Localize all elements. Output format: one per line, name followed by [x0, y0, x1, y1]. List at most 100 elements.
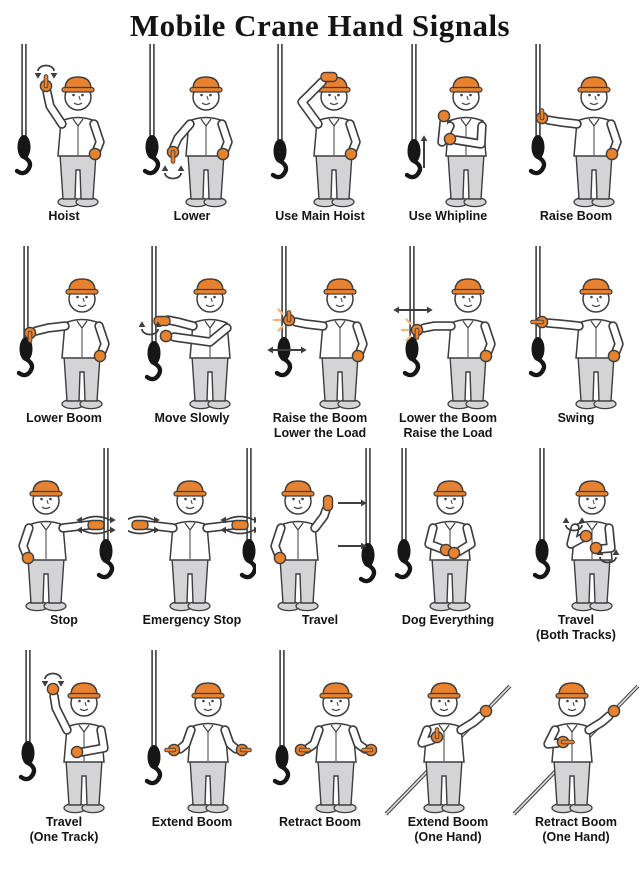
crane-hook-icon [528, 246, 547, 378]
signal-cell-lower-boom: Lower Boom [0, 246, 128, 448]
hard-hat-icon [29, 480, 63, 497]
worker-figure [315, 682, 357, 814]
signal-label: Travel(One Track) [29, 815, 99, 844]
travel-illustration [270, 448, 377, 612]
hard-hat-icon [577, 76, 611, 93]
crane-hook-icon [270, 44, 289, 180]
lower-illustration [142, 44, 233, 208]
hard-hat-icon [575, 480, 609, 497]
hard-hat-icon [433, 480, 467, 497]
crane-hook-icon [404, 44, 423, 180]
worker-figure [573, 76, 615, 208]
signal-label: Swing [557, 411, 595, 425]
signal-label: Use Main Hoist [275, 209, 365, 223]
worker-figure [187, 682, 229, 814]
signal-cell-emergency-stop: Emergency Stop [128, 448, 256, 650]
crane-hook-icon [16, 246, 35, 378]
hard-hat-icon [61, 76, 95, 93]
signal-label: Raise Boom [539, 209, 613, 223]
hard-hat-icon [191, 682, 225, 699]
signal-cell-extend-boom: Extend Boom [128, 650, 256, 852]
worker-figure [447, 278, 489, 410]
worker-figure [61, 278, 103, 410]
swing-illustration [528, 246, 624, 410]
extend-boom-illustration [144, 650, 252, 814]
crane-hook-icon [142, 44, 161, 176]
crane-hook-icon [14, 44, 33, 176]
signal-cell-swing: Swing [512, 246, 640, 448]
travel-both-tracks-illustration [532, 448, 620, 612]
stop-illustration [18, 448, 116, 612]
motion-arrow-icon [562, 517, 620, 564]
lower-boom-raise-load-illustration [393, 246, 496, 410]
signal-cell-move-slowly: Move Slowly [128, 246, 256, 448]
hard-hat-icon [173, 480, 207, 497]
motion-arrow-icon [267, 308, 307, 354]
crane-hook-icon [528, 44, 547, 176]
signal-label: Hoist [48, 209, 80, 223]
motion-arrow-icon [420, 135, 428, 168]
signal-cell-lower: Lower [128, 44, 256, 246]
motion-arrow-icon [41, 672, 65, 687]
worker-figure [25, 480, 67, 612]
hoist-illustration [14, 44, 105, 208]
crane-hook-icon [96, 448, 115, 580]
signal-label: Extend Boom(One Hand) [407, 815, 489, 844]
raise-boom-illustration [528, 44, 622, 208]
crane-hook-icon [394, 448, 413, 580]
hard-hat-icon [451, 278, 485, 295]
hard-hat-icon [319, 682, 353, 699]
hard-hat-icon [449, 76, 483, 93]
dog-everything-illustration [394, 448, 476, 612]
hard-hat-icon [67, 682, 101, 699]
worker-figure [185, 76, 227, 208]
retract-boom-one-hand-illustration [512, 682, 640, 816]
signal-cell-raise-boom: Raise Boom [512, 44, 640, 246]
crane-hook-icon [274, 246, 293, 378]
worker-figure [575, 278, 617, 410]
signal-cell-use-whipline: Use Whipline [384, 44, 512, 246]
worker-figure [57, 76, 99, 208]
motion-arrow-icon [161, 165, 185, 180]
signal-cell-retract-boom-one-hand: Retract Boom(One Hand) [512, 650, 640, 852]
signal-label: Use Whipline [408, 209, 488, 223]
crane-hook-icon [532, 448, 551, 580]
signal-cell-use-main-hoist: Use Main Hoist [256, 44, 384, 246]
signal-cell-travel: Travel [256, 448, 384, 650]
signal-cell-travel-both-tracks: Travel(Both Tracks) [512, 448, 640, 650]
signal-cell-extend-boom-one-hand: Extend Boom(One Hand) [384, 650, 512, 852]
page-title: Mobile Crane Hand Signals [129, 8, 511, 43]
raise-boom-lower-load-illustration [267, 246, 368, 410]
extend-boom-one-hand-illustration [384, 682, 512, 816]
use-whipline-illustration [404, 44, 487, 208]
signal-cell-dog-everything: Dog Everything [384, 448, 512, 650]
lower-boom-illustration [16, 246, 110, 410]
signal-label: Travel [301, 613, 339, 627]
signal-label: Extend Boom [151, 815, 233, 829]
hard-hat-icon [65, 278, 99, 295]
worker-figure [423, 682, 465, 814]
crane-hook-icon [144, 650, 163, 786]
signal-label: Travel(Both Tracks) [536, 613, 616, 642]
signal-cell-retract-boom: Retract Boom [256, 650, 384, 852]
signal-label: Retract Boom [279, 815, 361, 829]
hard-hat-icon [427, 682, 461, 699]
emergency-stop-illustration [128, 448, 256, 612]
crane-hook-icon [18, 650, 37, 782]
signal-cell-hoist: Hoist [0, 44, 128, 246]
signal-label: Lower Boom [26, 411, 102, 425]
hard-hat-icon [281, 480, 315, 497]
signal-label: Emergency Stop [142, 613, 242, 627]
worker-figure [551, 682, 593, 814]
motion-arrow-icon [76, 515, 116, 535]
hard-hat-icon [555, 682, 589, 699]
worker-figure [169, 480, 211, 612]
signal-cell-stop: Stop [0, 448, 128, 650]
hard-hat-icon [189, 76, 223, 93]
